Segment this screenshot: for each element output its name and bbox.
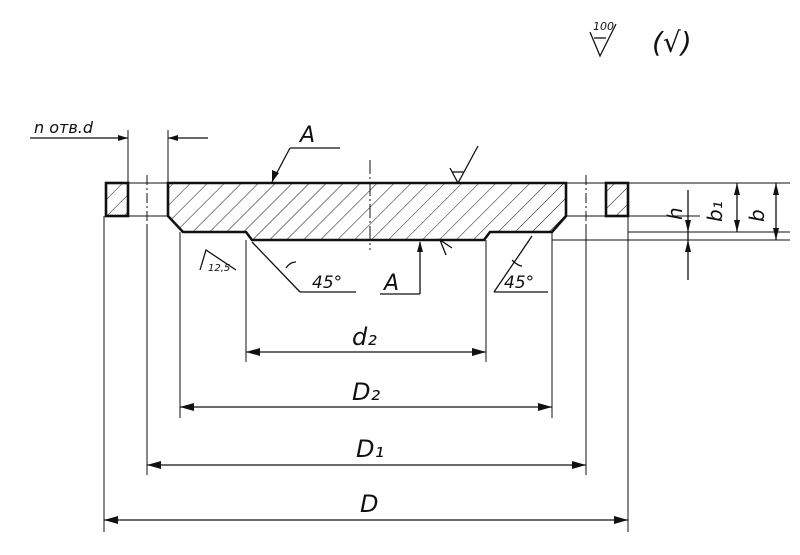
dimension-D-label: D [360,490,378,518]
flange-section-hatch [168,183,566,240]
vertical-dimensions: h b₁ b [552,182,790,280]
roughness-12-5-label: 12,5 [208,263,230,274]
dimension-D2-label: D₂ [352,378,380,406]
section-a-bottom-marker: A [380,241,423,296]
roughness-bracket-symbol: (√) [652,26,692,59]
hole-callout: n отв.d [30,118,208,183]
top-surface-finish-mark [449,145,479,185]
roughness-12-5-icon [199,248,237,271]
roughness-12-5-callout: 12,5 [199,248,237,274]
roughness-value: 100 [593,20,614,33]
right-chamfer-callout: 45° [493,235,548,293]
dimension-D1: D₁ [146,224,587,475]
finish-bottom-icon [438,238,453,256]
dimension-h-label: h [663,207,687,220]
finish-check-icon [449,145,479,185]
flange-section-outline [166,181,568,242]
roughness-symbol: 100 (√) [589,20,692,59]
left-chamfer-label: 45° [312,273,342,293]
dimension-d2: d₂ [245,240,487,362]
dimension-D: D [103,216,629,532]
right-chamfer-label: 45° [504,273,534,293]
roughness-check-icon [589,23,617,58]
dimension-D1-label: D₁ [356,435,384,463]
left-ring-hatch [106,183,128,216]
dimension-b1-label: b₁ [703,201,727,222]
hole-count-label: n отв.d [34,118,94,137]
left-ring-outline [104,181,130,218]
right-ring-hatch [606,183,628,216]
flange-body [104,160,630,250]
bottom-surface-finish-mark [438,238,453,256]
left-chamfer-callout: 45° [251,241,356,293]
section-a-top-marker: A [271,123,340,183]
section-a-top-label: A [298,123,315,148]
dimension-d2-label: d₂ [352,323,377,351]
dimension-D2: D₂ [179,232,553,418]
dimension-b-label: b [745,209,769,222]
section-a-bottom-label: A [382,271,399,296]
